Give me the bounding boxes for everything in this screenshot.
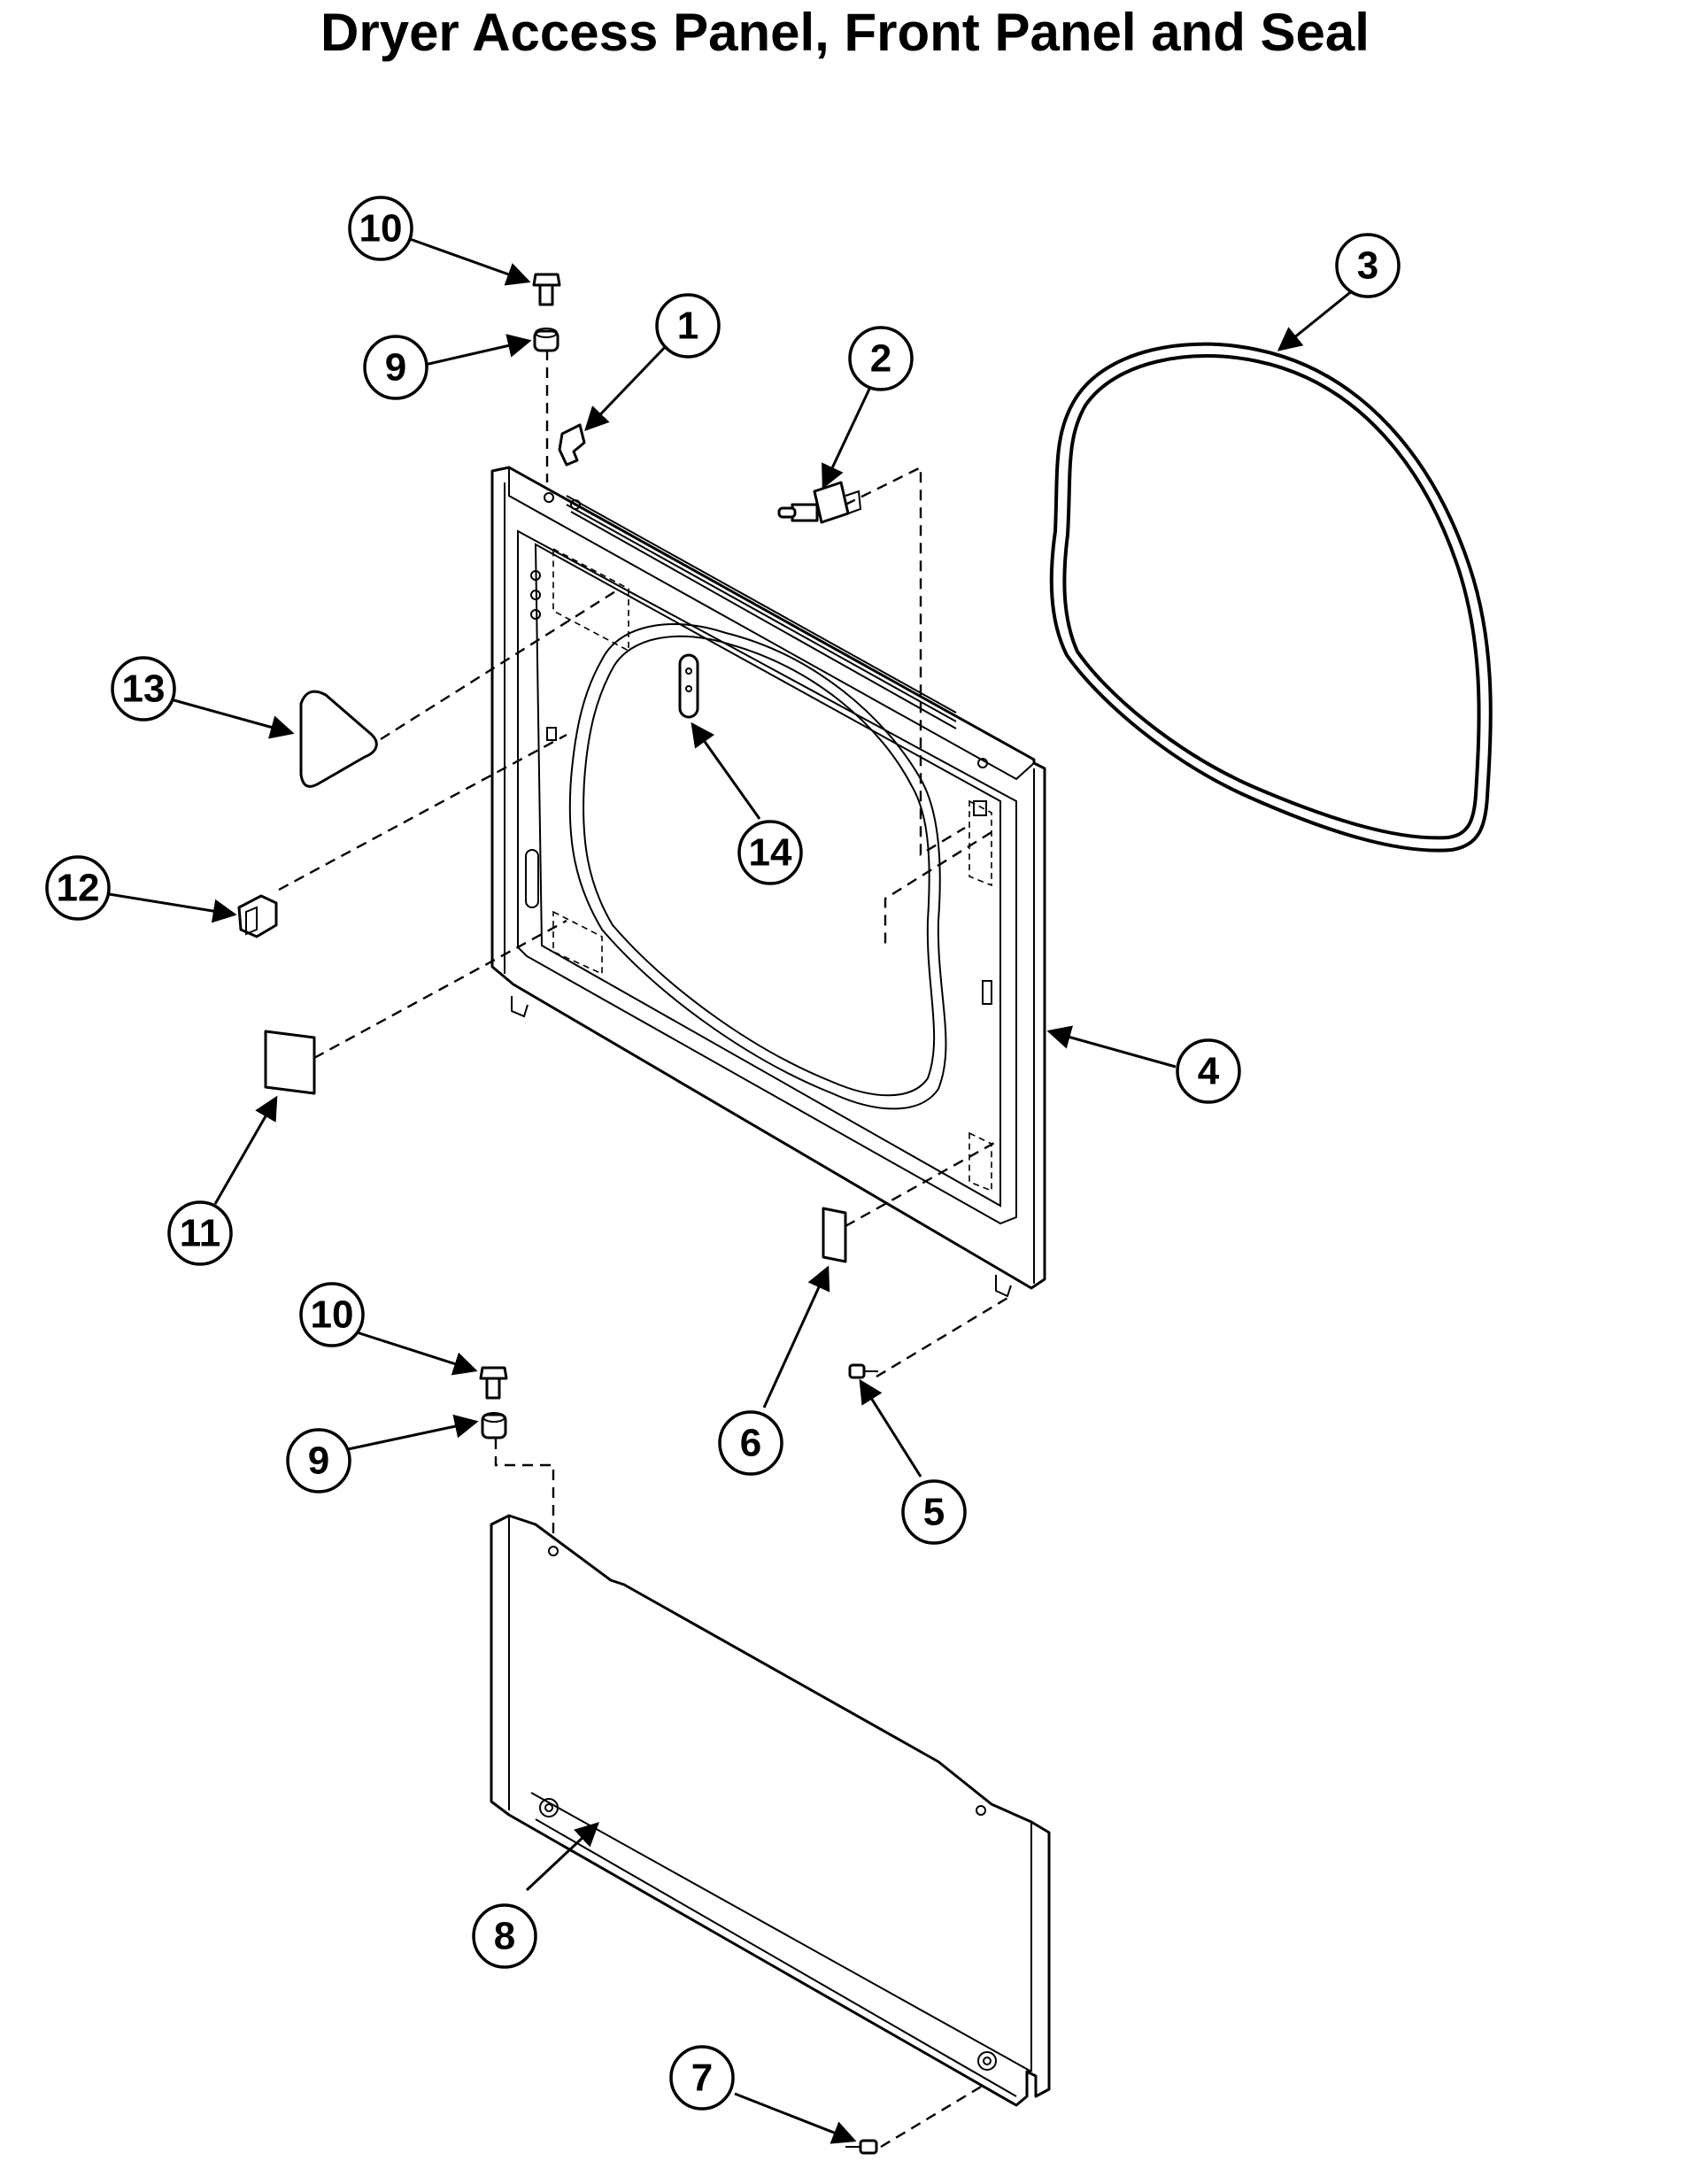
svg-text:5: 5 bbox=[923, 1491, 945, 1534]
callout-13: 13 bbox=[111, 656, 176, 722]
callout-9-lower: 9 bbox=[286, 1428, 351, 1493]
access-panel bbox=[490, 1514, 1051, 2107]
callout-9-top: 9 bbox=[363, 335, 428, 400]
callout-7: 7 bbox=[669, 2045, 735, 2111]
callout-8: 8 bbox=[472, 1903, 537, 1969]
door-seal bbox=[1049, 342, 1493, 853]
svg-text:10: 10 bbox=[311, 1293, 354, 1337]
svg-text:4: 4 bbox=[1198, 1050, 1220, 1093]
svg-text:1: 1 bbox=[677, 305, 698, 348]
svg-text:13: 13 bbox=[122, 668, 166, 711]
assembly-lines bbox=[278, 350, 1010, 2149]
screw-7 bbox=[845, 2139, 878, 2155]
screw-10-top bbox=[532, 273, 561, 306]
callout-leaders bbox=[108, 237, 1354, 2144]
diagram-title: Dryer Access Panel, Front Panel and Seal bbox=[320, 3, 1370, 62]
callout-10-lower: 10 bbox=[299, 1282, 365, 1347]
small-parts bbox=[237, 273, 878, 2155]
callout-5: 5 bbox=[901, 1479, 967, 1545]
svg-text:6: 6 bbox=[740, 1422, 761, 1465]
callout-3: 3 bbox=[1335, 233, 1401, 298]
callout-1: 1 bbox=[655, 293, 721, 359]
svg-text:10: 10 bbox=[359, 207, 403, 251]
svg-text:9: 9 bbox=[308, 1439, 329, 1483]
callout-14: 14 bbox=[737, 820, 803, 885]
triangle-pad-13 bbox=[299, 690, 378, 788]
door-switch-2 bbox=[777, 481, 862, 524]
pad-11 bbox=[264, 1030, 316, 1095]
svg-text:3: 3 bbox=[1357, 244, 1378, 288]
svg-text:14: 14 bbox=[749, 831, 792, 875]
pad-6 bbox=[822, 1207, 847, 1263]
svg-text:2: 2 bbox=[870, 337, 891, 381]
callout-10-top: 10 bbox=[348, 196, 413, 261]
svg-text:11: 11 bbox=[180, 1212, 221, 1255]
callout-12: 12 bbox=[45, 855, 111, 921]
callout-11: 11 bbox=[167, 1200, 233, 1266]
screw-5 bbox=[848, 1363, 878, 1379]
callout-4: 4 bbox=[1176, 1038, 1241, 1104]
svg-text:9: 9 bbox=[385, 346, 406, 390]
svg-text:8: 8 bbox=[494, 1915, 515, 1958]
svg-text:7: 7 bbox=[691, 2057, 713, 2100]
screw-10-lower bbox=[479, 1366, 508, 1400]
bushing-9-top bbox=[533, 328, 559, 352]
latch-strike-12 bbox=[237, 894, 278, 938]
callout-2: 2 bbox=[848, 326, 914, 391]
callout-6: 6 bbox=[718, 1410, 783, 1476]
clip-1 bbox=[558, 423, 586, 467]
bushing-9-lower bbox=[481, 1412, 507, 1439]
svg-text:12: 12 bbox=[57, 867, 100, 910]
